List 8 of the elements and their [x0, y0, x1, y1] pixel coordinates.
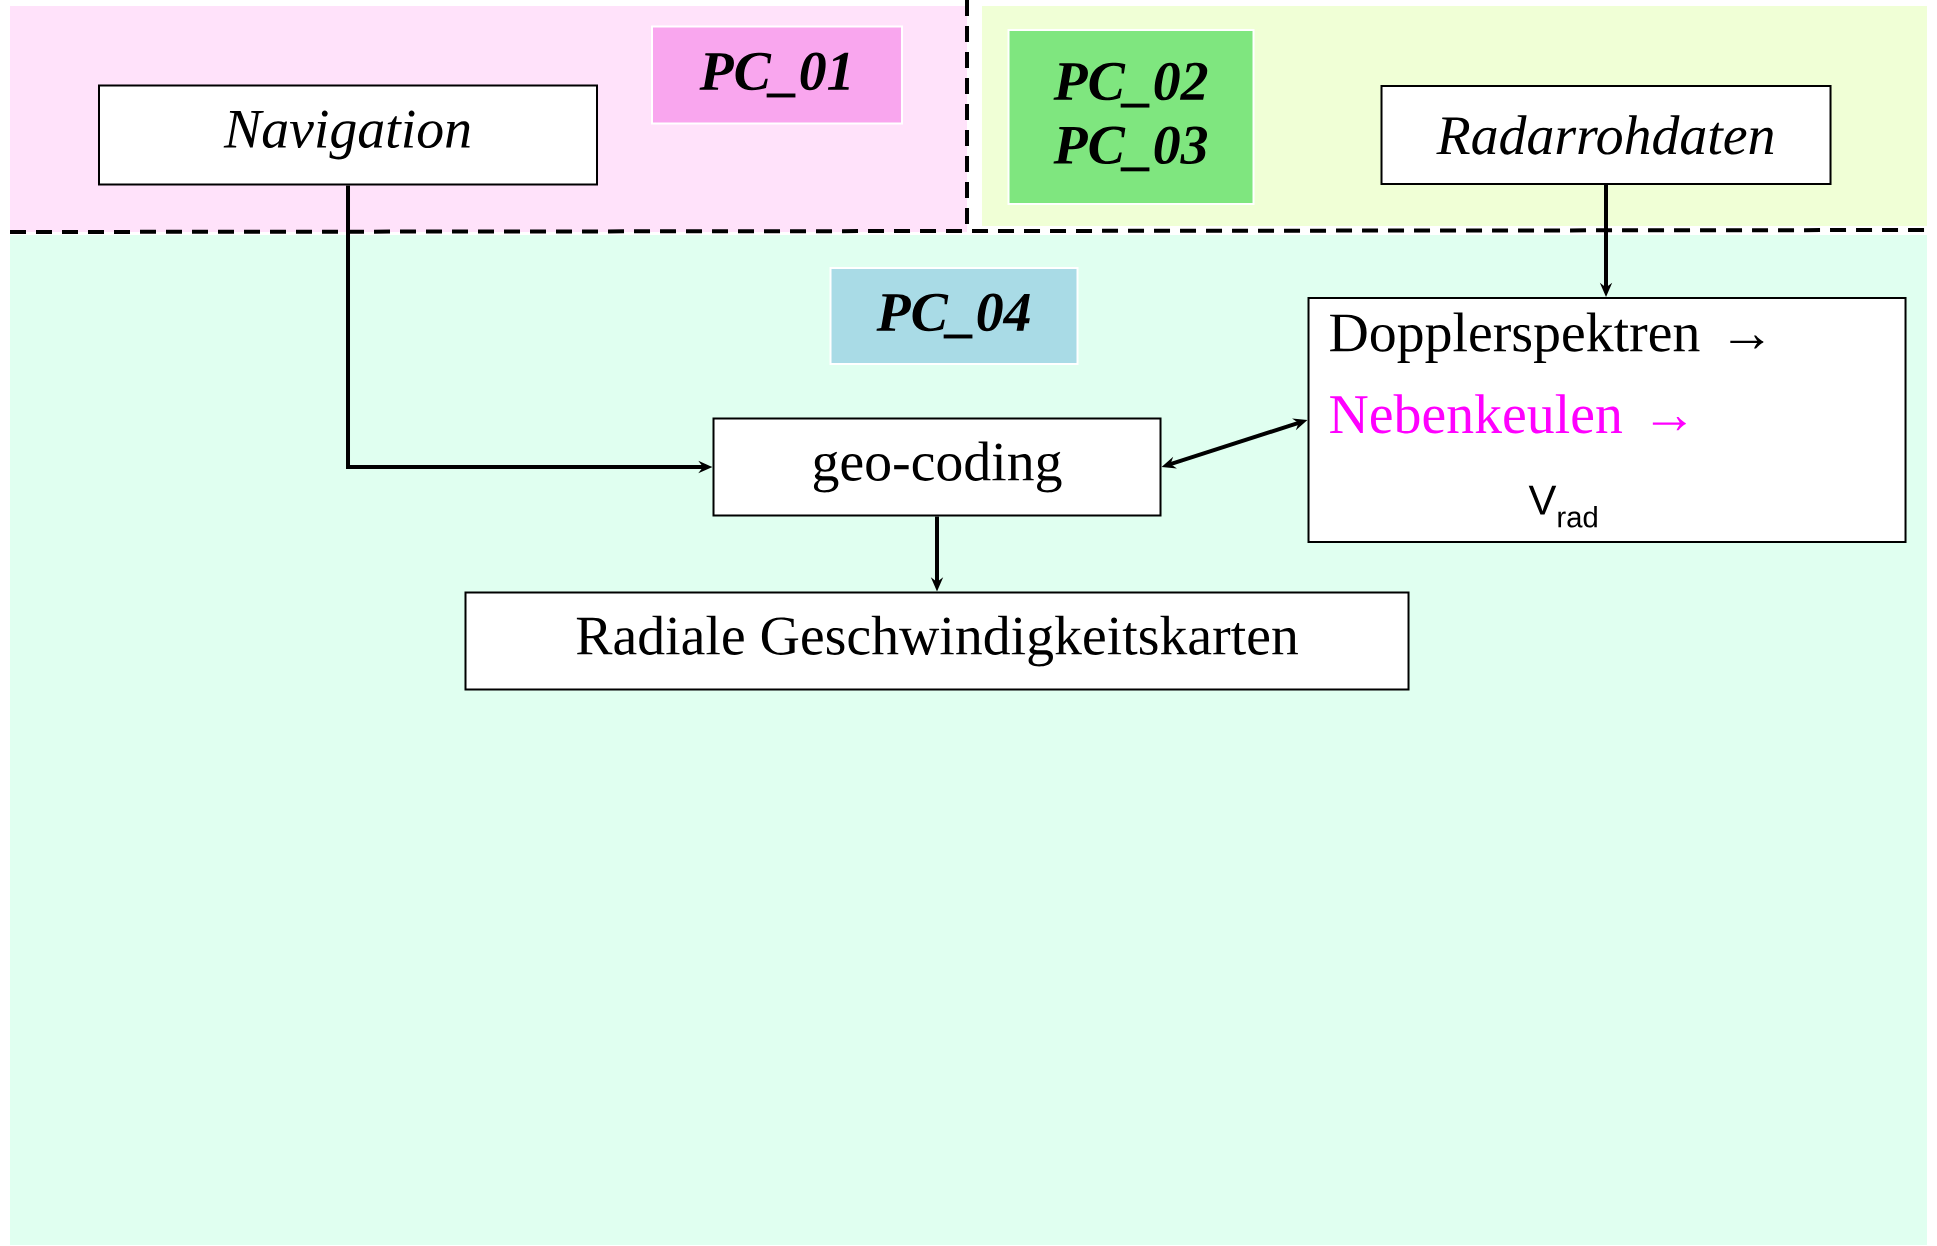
- process-box: Radiale Geschwindigkeitskarten: [464, 591, 1410, 691]
- process-box: geo-coding: [712, 417, 1162, 517]
- label-box: PC_04: [829, 267, 1079, 365]
- process-box: Navigation: [98, 84, 598, 186]
- process-box: Radarrohdaten: [1380, 85, 1832, 185]
- label-box: PC_01: [651, 25, 903, 125]
- label-box: PC_02 PC_03: [1007, 29, 1255, 205]
- process-box: Dopplerspektren → Nebenkeulen → V$_{rad}$: [1307, 297, 1907, 543]
